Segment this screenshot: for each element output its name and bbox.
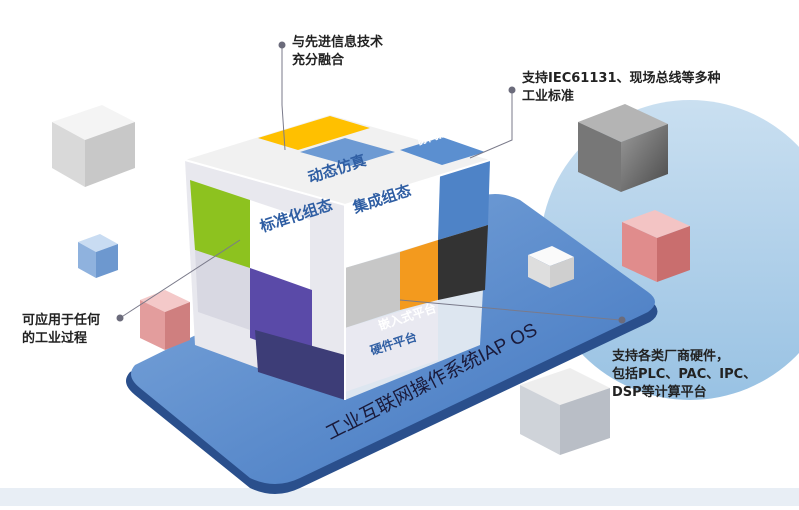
callout-info-tech-line1: 与先进信息技术 — [292, 35, 384, 50]
callout-hardware: 支持各类厂商硬件， 包括PLC、PAC、IPC、 DSP等计算平台 — [612, 348, 756, 402]
cube-blue-small — [78, 234, 118, 278]
callout-standards-line1: 支持IEC61131、现场总线等多种 — [522, 71, 721, 86]
callout-industrial-process: 可应用于任何 的工业过程 — [22, 312, 100, 348]
callout-hardware-line3: DSP等计算平台 — [612, 385, 707, 400]
callout-standards-line2: 工业标准 — [522, 89, 575, 104]
callout-industrial-process-line1: 可应用于任何 — [22, 313, 101, 328]
cube-white-bottom — [520, 368, 610, 455]
connector-lines — [119, 45, 621, 321]
callout-standards: 支持IEC61131、现场总线等多种 工业标准 — [522, 70, 721, 106]
callout-info-tech-line2: 充分融合 — [292, 53, 345, 68]
floor-strip — [0, 488, 799, 506]
callout-industrial-process-line2: 的工业过程 — [22, 331, 88, 346]
connector-dots — [116, 41, 626, 324]
cube-pink-left — [140, 290, 190, 350]
callout-hardware-line1: 支持各类厂商硬件， — [612, 349, 730, 364]
cube-white-topleft — [52, 105, 135, 187]
cube-grey-dark — [578, 104, 668, 192]
callout-hardware-line2: 包括PLC、PAC、IPC、 — [612, 367, 757, 382]
callout-info-tech: 与先进信息技术 充分融合 — [292, 34, 383, 70]
cube-white-right — [528, 246, 574, 288]
cube-pink-right — [622, 210, 690, 282]
main-cube — [184, 115, 491, 400]
